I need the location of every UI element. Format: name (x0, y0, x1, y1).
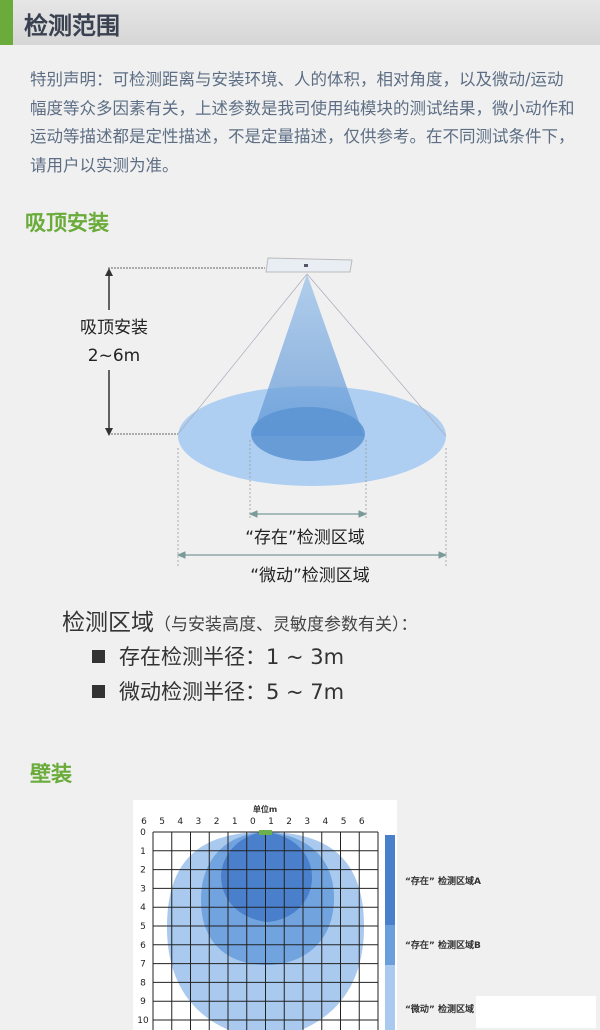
x-tick-label: 2 (214, 817, 220, 827)
presence-zone-ellipse (251, 407, 365, 461)
sensor-device-icon (265, 257, 353, 273)
x-tick-label: 4 (323, 817, 329, 827)
zone-item-text: 存在检测半径：1 ~ 3m (119, 645, 345, 669)
unit-label: 单位m (253, 804, 277, 814)
zones-note: （与安装高度、灵敏度参数有关）： (154, 615, 418, 635)
x-tick-label: 0 (250, 817, 256, 827)
presence-zone-a-area (221, 832, 313, 922)
zone-item-text: 微动检测半径：5 ~ 7m (119, 680, 345, 704)
y-tick-label: 9 (140, 997, 146, 1007)
x-tick-label: 1 (268, 817, 274, 827)
y-tick-label: 10 (137, 1016, 149, 1026)
section-header: 检测范围 (0, 0, 600, 45)
height-label: 吸顶安装 (80, 318, 148, 338)
zone-item: 存在检测半径：1 ~ 3m (92, 641, 344, 671)
bullet-square-icon (92, 649, 105, 663)
y-tick-label: 2 (140, 866, 146, 876)
legend-swatch-a (385, 835, 395, 925)
legend-swatch-c (385, 965, 395, 1030)
bullet-square-icon (92, 684, 105, 698)
legend-label-c: “微动” 检测区域 (405, 1003, 474, 1015)
x-tick-label: 1 (232, 817, 238, 827)
x-tick-label: 3 (196, 817, 202, 827)
y-tick-label: 0 (140, 828, 146, 838)
ceiling-heading: 吸顶安装 (25, 211, 109, 235)
zone-item: 微动检测半径：5 ~ 7m (92, 676, 344, 706)
y-tick-label: 1 (140, 847, 146, 857)
legend-swatch-b (385, 925, 395, 965)
x-tick-label: 3 (304, 817, 310, 827)
x-tick-label: 6 (359, 817, 365, 827)
x-tick-label: 5 (159, 817, 165, 827)
x-tick-label: 2 (286, 817, 292, 827)
height-value: 2~6m (88, 346, 140, 366)
x-tick-label: 6 (141, 817, 147, 827)
white-overlay-box (476, 996, 596, 1028)
y-tick-label: 7 (140, 960, 146, 970)
page-title: 检测范围 (24, 12, 120, 40)
chart-grid (152, 831, 379, 1030)
motion-zone-label: “微动”检测区域 (250, 566, 370, 586)
detection-cone (252, 274, 364, 436)
disclaimer-text: 特别声明：可检测距离与安装环境、人的体积，相对角度，以及微动/运动幅度等众多因素… (30, 70, 575, 175)
sensor-marker-icon (259, 830, 272, 835)
x-tick-label: 5 (341, 817, 347, 827)
y-tick-label: 6 (140, 941, 146, 951)
height-arrow (105, 268, 113, 436)
y-tick-label: 8 (140, 978, 146, 988)
presence-width-arrow (248, 510, 368, 518)
legend-label-b: “存在” 检测区域B (405, 939, 481, 951)
zones-title: 检测区域（与安装高度、灵敏度参数有关）： (62, 603, 418, 637)
motion-width-arrow (176, 551, 448, 559)
legend-label-a: “存在” 检测区域A (405, 875, 481, 887)
ceiling-diagram: 吸顶安装 2~6m “存在”检测区域 “微动”检测区域 (80, 257, 448, 586)
accent-bar (0, 0, 13, 45)
y-tick-label: 5 (140, 922, 146, 932)
presence-zone-label: “存在”检测区域 (245, 528, 365, 548)
x-tick-label: 4 (177, 817, 183, 827)
y-tick-label: 4 (140, 903, 146, 913)
wall-heading: 壁装 (30, 762, 72, 786)
y-tick-label: 3 (140, 884, 146, 894)
zones-title-text: 检测区域 (62, 610, 154, 636)
